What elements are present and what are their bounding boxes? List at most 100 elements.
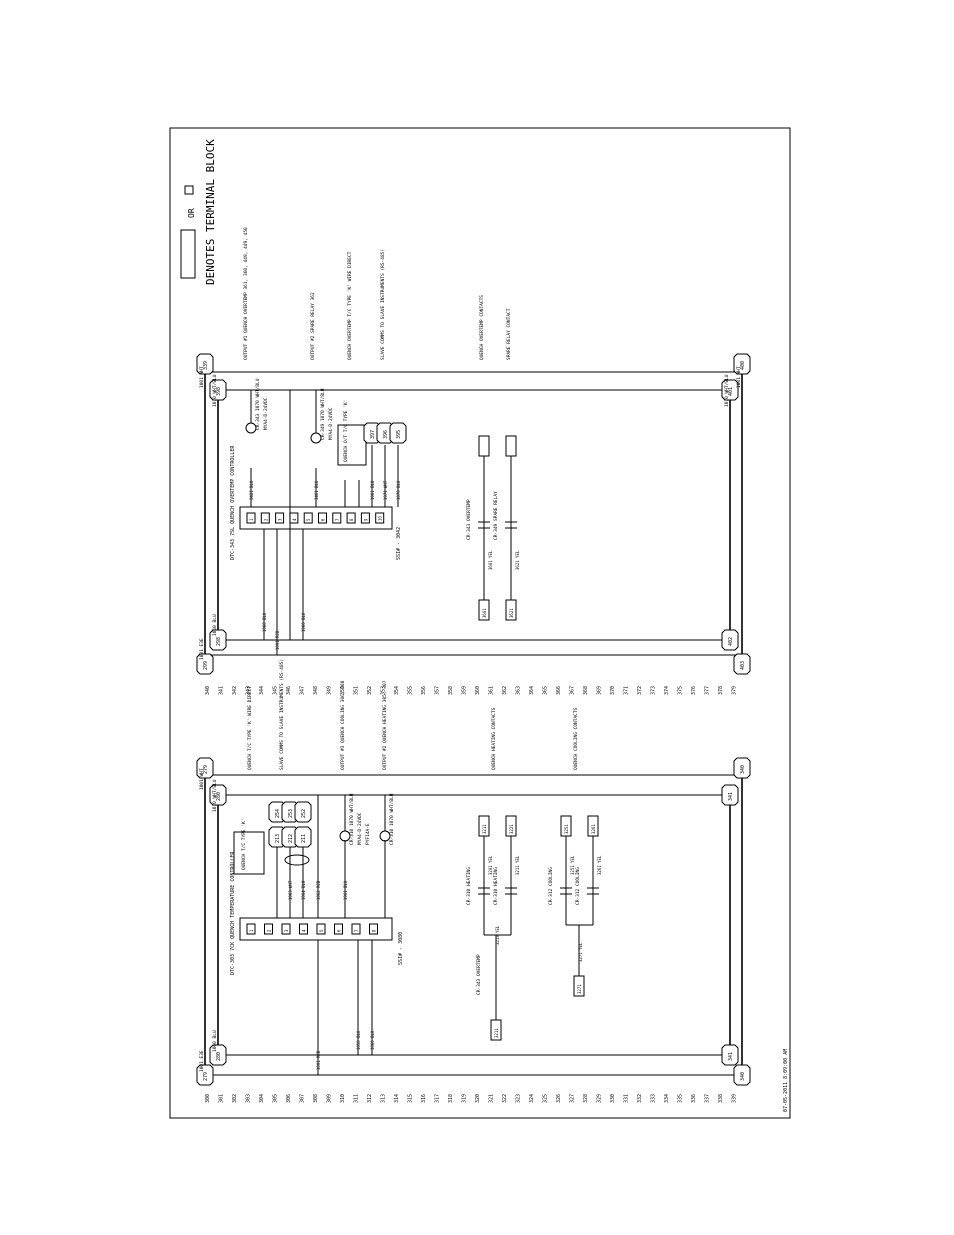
terminal-pin-label: 7 bbox=[335, 518, 340, 521]
relay-label-group: CR-349 1070 WHT/BLU bbox=[320, 388, 326, 440]
line-number: 326 bbox=[556, 1094, 562, 1103]
wire-label: 1063 WHT bbox=[288, 880, 293, 900]
relay-label-group: CR-343 1070 WHT/BLU bbox=[255, 378, 261, 430]
line-number: 311 bbox=[354, 1094, 360, 1103]
note: QUENCH T/C TYPE 'K' WIRE DIRECT bbox=[247, 686, 253, 770]
line-number: 349 bbox=[327, 686, 333, 695]
rail-label: 1001 WHT bbox=[199, 768, 205, 790]
line-number-group: 369 bbox=[597, 686, 603, 695]
terminal-pin bbox=[316, 923, 326, 935]
hex-terminal: 299 bbox=[203, 661, 209, 670]
hex-terminal: 400 bbox=[740, 361, 746, 370]
contact-wire: 3213 YEL bbox=[495, 925, 500, 945]
terminal-pin-label-group: 3 bbox=[278, 518, 283, 521]
hex-terminal-group: 341 bbox=[728, 1052, 734, 1061]
terminal-pin bbox=[318, 512, 327, 524]
hex-terminal-group: 398 bbox=[216, 387, 222, 396]
hex-terminal-shape bbox=[196, 1064, 214, 1086]
relay-code-group: MYA4-D-24VDC bbox=[357, 812, 363, 845]
line-number: 322 bbox=[502, 1094, 508, 1103]
line-number-group: 314 bbox=[394, 1094, 400, 1103]
line-number: 351 bbox=[354, 686, 360, 695]
hex-terminal-group: 279 bbox=[203, 765, 209, 774]
wire-label-group: 1001 RED bbox=[275, 630, 280, 650]
line-number: 355 bbox=[408, 686, 414, 695]
terminal-pin-label: 10 bbox=[378, 516, 383, 521]
line-number-group: 350 bbox=[340, 686, 346, 695]
line-number-group: 346 bbox=[286, 686, 292, 695]
note-group: QUENCH COOLING CONTACTS bbox=[573, 707, 579, 770]
legend-or: OR bbox=[187, 208, 196, 218]
line-number: 335 bbox=[678, 1094, 684, 1103]
contact-code: 3271 bbox=[577, 984, 582, 994]
contact-wire-group: 3601 YEL bbox=[488, 550, 493, 570]
legend-or-group: OR bbox=[187, 208, 196, 218]
line-number-group: 302 bbox=[232, 1094, 238, 1103]
terminal-pin-label: 4 bbox=[292, 518, 297, 521]
contact-code-group: 3271 bbox=[577, 984, 582, 994]
line-number: 319 bbox=[462, 1094, 468, 1103]
terminal-block-hex: 253 bbox=[288, 809, 294, 818]
line-number-group: 354 bbox=[394, 686, 400, 695]
wire-label-group: 1060 BLU bbox=[370, 1030, 375, 1050]
line-number-group: 313 bbox=[381, 1094, 387, 1103]
line-number-group: 326 bbox=[556, 1094, 562, 1103]
line-number-group: 376 bbox=[691, 686, 697, 695]
terminal-pin bbox=[264, 923, 273, 935]
line-number-group: 377 bbox=[705, 686, 711, 695]
line-number-group: 311 bbox=[354, 1094, 360, 1103]
hex-terminal-shape bbox=[209, 784, 227, 806]
line-number: 379 bbox=[732, 686, 738, 695]
hex-terminal: 340 bbox=[740, 765, 746, 774]
line-number: 328 bbox=[583, 1094, 589, 1103]
wire-label: 1071 WHT bbox=[383, 480, 388, 500]
hex-terminal-shape bbox=[209, 629, 227, 651]
relay-code-group: MYA4-D-24VDC bbox=[328, 407, 334, 440]
contact-wire-group: 3211 YEL bbox=[515, 855, 520, 875]
terminal-pin-label: 3 bbox=[284, 929, 289, 932]
line-number-group: 309 bbox=[327, 1094, 333, 1103]
contact-wire: 3261 YEL bbox=[597, 855, 602, 875]
terminal-pin-label: 9 bbox=[363, 518, 368, 521]
note-group: OUTPUT #2 QUENCH HEATING 305, 307 bbox=[382, 680, 388, 770]
controller-title: DTC-343 7SL QUENCH OVERTEMP CONTROLLER bbox=[230, 445, 236, 560]
hex-terminal-group: 298 bbox=[216, 637, 222, 646]
contact-wire-group: 3621 YEL bbox=[515, 550, 520, 570]
line-number: 338 bbox=[718, 1094, 724, 1103]
contact-code-group: 3261 bbox=[591, 824, 596, 834]
terminal-pin bbox=[246, 512, 256, 524]
note: SLAVE COMMS TO SLAVE INSTRUMENTS (RS-485… bbox=[279, 659, 285, 770]
hex-terminal-shape bbox=[209, 1044, 227, 1066]
wire-label: 1001 RED bbox=[275, 630, 280, 650]
terminal-pin bbox=[369, 923, 378, 935]
terminal-pin bbox=[299, 923, 308, 935]
line-number-group: 343 bbox=[246, 686, 252, 695]
line-number: 309 bbox=[327, 1094, 333, 1103]
line-number-group: 357 bbox=[435, 686, 441, 695]
wire-label: 1061 BLK bbox=[370, 480, 375, 500]
contact-wire-group: 3213 YEL bbox=[495, 925, 500, 945]
contact-code-group: 3211 bbox=[482, 824, 487, 834]
terminal-pin-label: 6 bbox=[321, 518, 326, 521]
terminal-pin-label-group: 4 bbox=[302, 929, 307, 932]
line-number-group: 308 bbox=[313, 1094, 319, 1103]
note-group: OUTPUT #2 SPARE RELAY 362 bbox=[310, 292, 316, 360]
wire-label-group: 1061 BLK bbox=[370, 480, 375, 500]
line-number-group: 316 bbox=[421, 1094, 427, 1103]
tc-box-label: QUENCH T/C TYPE 'K' bbox=[241, 819, 247, 870]
hex-terminal-shape bbox=[733, 353, 751, 375]
controller-ssr: SSI# - 3042 bbox=[396, 527, 402, 560]
line-number-group: 303 bbox=[246, 1094, 252, 1103]
rail-label-group: 1001 WHT bbox=[199, 366, 205, 388]
line-number: 344 bbox=[259, 686, 265, 695]
line-number-group: 319 bbox=[462, 1094, 468, 1103]
hex-terminal-shape bbox=[196, 353, 214, 375]
terminal-pin-label-group: 6 bbox=[337, 929, 342, 932]
line-number: 354 bbox=[394, 686, 400, 695]
wire-label-group: 1001 RED bbox=[316, 1050, 321, 1070]
line-number-group: 372 bbox=[637, 686, 643, 695]
line-number: 330 bbox=[610, 1094, 616, 1103]
relay-label-group: CR-310 1070 WHT/BLU bbox=[349, 793, 355, 845]
